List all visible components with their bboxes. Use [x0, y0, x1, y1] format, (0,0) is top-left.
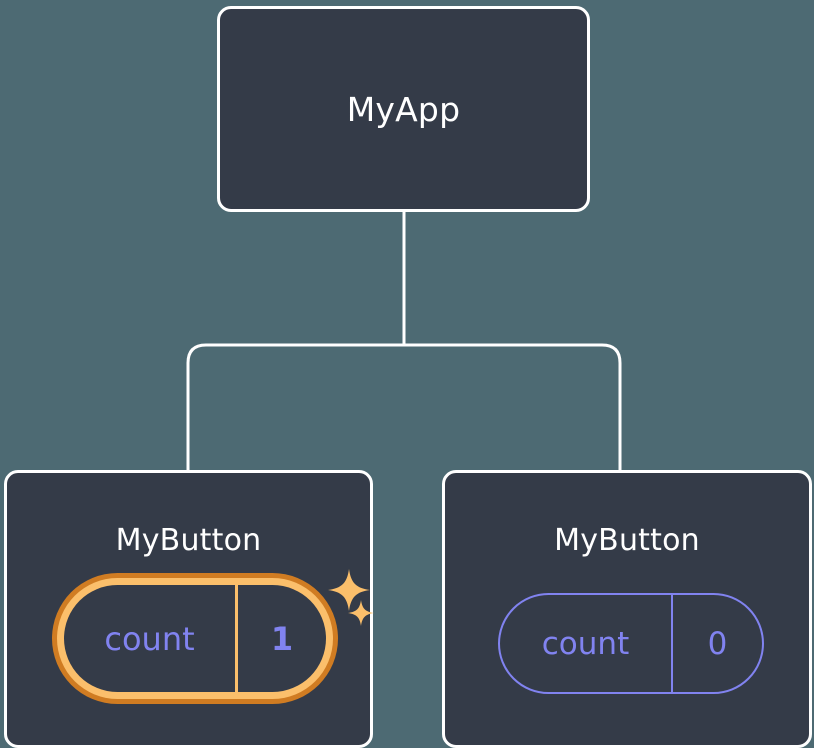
node-myapp[interactable]: MyApp	[217, 6, 590, 212]
node-mybutton-left-title: MyButton	[115, 523, 262, 558]
state-key-label: count	[104, 619, 195, 658]
state-pill-left-highlighted[interactable]: count 1	[52, 569, 374, 704]
node-mybutton-right-title: MyButton	[554, 523, 700, 558]
state-pill-body: count 0	[498, 593, 764, 694]
state-pill-inner-ring: count 1	[57, 578, 333, 699]
state-pill-body: count 1	[64, 585, 326, 692]
node-myapp-title: MyApp	[346, 89, 461, 129]
node-mybutton-right[interactable]: MyButton count 0	[442, 470, 812, 748]
state-pill-outer-ring: count 1	[52, 573, 338, 704]
sparkle-small-icon	[348, 600, 374, 626]
sparkle-large-icon	[328, 569, 370, 611]
node-mybutton-left[interactable]: MyButton count 1	[4, 470, 374, 748]
connector-branch-bus	[186, 343, 622, 470]
state-pill-right[interactable]: count 0	[498, 593, 764, 694]
state-value-label: 1	[235, 585, 326, 692]
state-key-label: count	[541, 625, 630, 662]
state-value-label: 0	[671, 595, 762, 692]
